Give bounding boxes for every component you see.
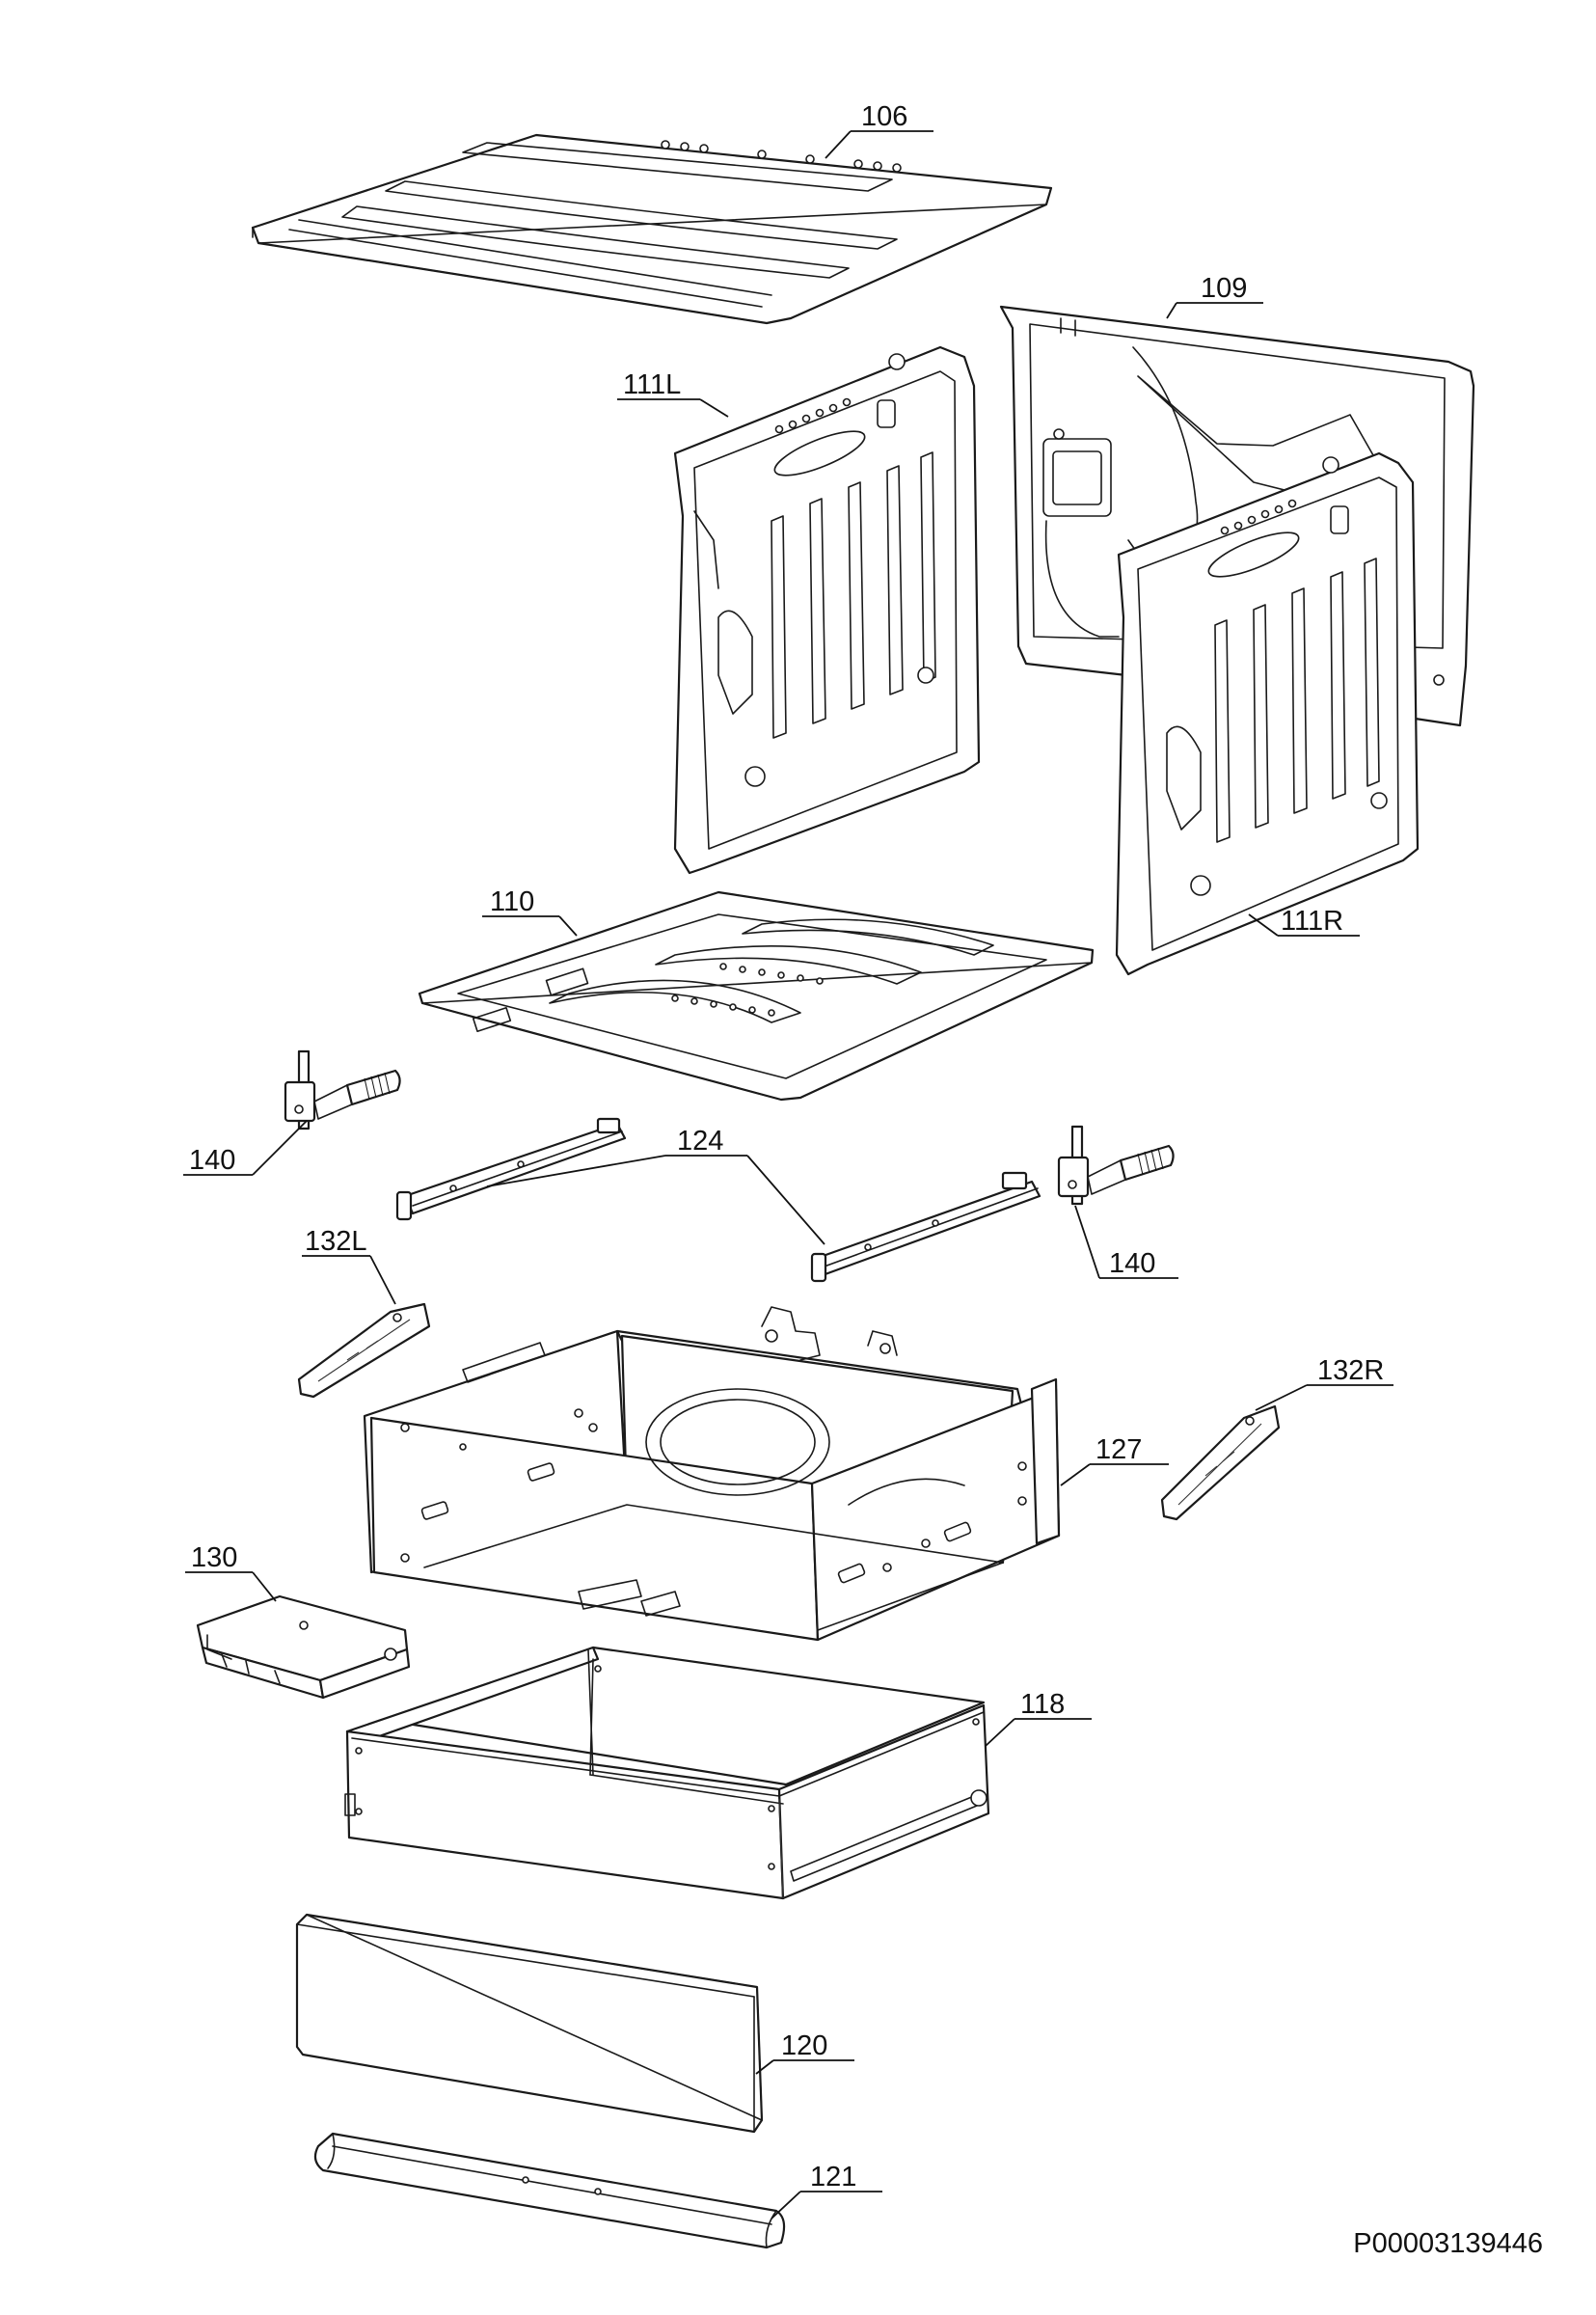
callout-118: 118: [985, 1689, 1092, 1747]
bottom-plate-holes: [671, 963, 824, 1017]
callout-109: 109: [1166, 273, 1263, 319]
top-panel-holes: [661, 140, 902, 173]
callout-120: 120: [755, 2030, 854, 2075]
hinge-left-spring: [364, 1072, 391, 1101]
part-110-bottom-plate[interactable]: [418, 890, 1095, 1102]
part-124-left-rail[interactable]: [395, 1117, 627, 1221]
part-106-top-panel[interactable]: [251, 133, 1053, 325]
right-panel-slots: [1220, 499, 1297, 535]
label-140-right: 140: [1109, 1248, 1155, 1279]
label-132R: 132R: [1317, 1355, 1384, 1386]
callout-110: 110: [482, 886, 578, 937]
part-127-drawer-housing[interactable]: [363, 1306, 1061, 1642]
label-140-left: 140: [189, 1145, 235, 1176]
callout-130: 130: [185, 1542, 277, 1602]
label-111L: 111L: [623, 369, 681, 400]
callout-124: 124: [486, 1126, 825, 1245]
label-109: 109: [1201, 273, 1247, 304]
part-132L-left-bracket[interactable]: [297, 1302, 431, 1399]
left-panel-ribs: [771, 451, 936, 739]
label-110: 110: [490, 886, 534, 917]
callout-132L: 132L: [302, 1226, 396, 1305]
part-130-control-box[interactable]: [196, 1594, 411, 1700]
document-code: P00003139446: [1353, 2228, 1543, 2259]
callout-127: 127: [1060, 1434, 1169, 1486]
callout-111R: 111R: [1248, 906, 1360, 937]
callout-121: 121: [771, 2162, 882, 2220]
part-124-right-rail[interactable]: [810, 1171, 1041, 1283]
label-132L: 132L: [305, 1226, 367, 1257]
callout-106: 106: [825, 101, 933, 159]
part-121-handle[interactable]: [313, 2132, 786, 2249]
part-111R-right-side-panel[interactable]: [1115, 451, 1420, 976]
label-106: 106: [861, 101, 907, 132]
label-130: 130: [191, 1542, 237, 1573]
part-120-drawer-front[interactable]: [295, 1913, 764, 2134]
callout-111L: 111L: [617, 369, 729, 418]
label-118: 118: [1020, 1689, 1065, 1720]
callout-140-left: 140: [183, 1120, 308, 1176]
callout-140-right: 140: [1074, 1205, 1178, 1279]
label-121: 121: [810, 2162, 856, 2192]
left-panel-slots: [774, 397, 852, 434]
part-111L-left-side-panel[interactable]: [673, 345, 981, 875]
part-140-left-hinge[interactable]: [284, 1049, 401, 1130]
right-panel-ribs: [1214, 558, 1380, 843]
label-124: 124: [677, 1126, 723, 1157]
part-140-right-hinge[interactable]: [1057, 1125, 1175, 1206]
part-132R-right-bracket[interactable]: [1160, 1404, 1281, 1521]
hinge-right-spring: [1137, 1147, 1164, 1176]
label-120: 120: [781, 2030, 827, 2061]
callout-132R: 132R: [1255, 1355, 1393, 1411]
label-127: 127: [1096, 1434, 1142, 1465]
label-111R: 111R: [1281, 906, 1343, 937]
part-118-drawer[interactable]: [344, 1646, 990, 1900]
